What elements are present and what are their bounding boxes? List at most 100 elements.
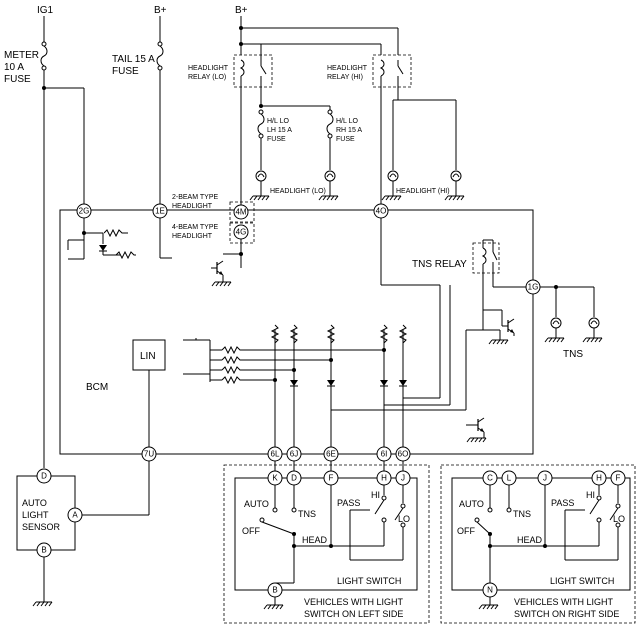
- ground-icon: [478, 604, 499, 610]
- four-beam-label-1: 4-BEAM TYPE: [172, 224, 218, 231]
- bcm-2g-input: [67, 218, 137, 260]
- left-pass-label: PASS: [337, 498, 360, 508]
- connector-6L: 6L: [267, 446, 283, 462]
- connector-4G: 4G: [233, 224, 249, 240]
- ground-icon: [582, 337, 603, 343]
- svg-text:1E: 1E: [155, 207, 165, 216]
- connector-6J: 6J: [286, 446, 302, 462]
- connector-1E: 1E: [152, 203, 168, 219]
- connector-6E: 6E: [323, 446, 339, 462]
- svg-text:6E: 6E: [326, 450, 336, 459]
- meter-fuse-label-2: 10 A: [4, 62, 24, 73]
- bcm-module: BCM LIN: [59, 209, 534, 455]
- svg-text:4O: 4O: [376, 207, 387, 216]
- switch-input-circuit: [183, 324, 408, 447]
- headlight-hi-lh-icon: [387, 170, 399, 182]
- svg-text:B: B: [41, 546, 46, 555]
- svg-text:4M: 4M: [235, 208, 246, 217]
- two-beam-label-2: HEADLIGHT: [172, 203, 213, 210]
- headlight-hi-label: HEADLIGHT (HI): [396, 188, 450, 195]
- svg-text:D: D: [291, 474, 297, 483]
- hl-lo-rh-label-1: H/L LO: [336, 118, 358, 125]
- connector-1G: 1G: [525, 279, 541, 295]
- tns-relay: [472, 239, 500, 310]
- svg-text:2G: 2G: [79, 207, 90, 216]
- connector-7U: 7U: [141, 446, 157, 462]
- ground-icon: [488, 339, 509, 345]
- headlight-lo-label: HEADLIGHT (LO): [270, 188, 326, 195]
- ground-icon: [444, 195, 465, 201]
- meter-fuse-label-1: METER: [4, 50, 39, 61]
- right-hi-label: HI: [586, 490, 595, 500]
- bplus-tail-label: B+: [154, 5, 167, 16]
- svg-text:F: F: [616, 474, 621, 483]
- sensor-label-2: LIGHT: [22, 510, 49, 520]
- bplus-tail-power: B+: [154, 5, 167, 205]
- ig1-label: IG1: [37, 5, 54, 16]
- svg-text:F: F: [329, 474, 334, 483]
- right-caption-2: SWITCH ON RIGHT SIDE: [514, 609, 619, 619]
- headlight-lo-lh-icon: [255, 170, 267, 182]
- bplus-headlight-label: B+: [235, 5, 248, 16]
- tns-relay-label: TNS RELAY: [412, 259, 467, 270]
- left-off-label: OFF: [242, 526, 260, 536]
- four-beam-label-2: HEADLIGHT: [172, 233, 213, 240]
- ground-icon: [249, 195, 270, 201]
- svg-text:L: L: [507, 474, 512, 483]
- sensor-label-3: SENSOR: [22, 522, 61, 532]
- diode-icon: [326, 379, 336, 387]
- left-switch-title: LIGHT SWITCH: [337, 576, 401, 586]
- transistor-icon: [501, 318, 515, 334]
- svg-text:J: J: [401, 474, 405, 483]
- svg-text:D: D: [41, 472, 47, 481]
- connector-4O: 4O: [373, 203, 389, 219]
- right-lo-label: LO: [613, 514, 625, 524]
- svg-text:B: B: [272, 586, 277, 595]
- tns-lamp-rh-icon: [588, 317, 600, 329]
- ground-icon: [381, 195, 402, 201]
- headlight-hi-circuit: [381, 99, 465, 201]
- relay-hi-label-2: RELAY (HI): [327, 74, 363, 81]
- svg-text:6L: 6L: [271, 450, 280, 459]
- two-beam-box: [229, 201, 255, 223]
- four-beam-box: [229, 222, 255, 244]
- svg-text:6I: 6I: [381, 450, 388, 459]
- tns-lamp-label: TNS: [563, 349, 583, 360]
- headlight-lo-circuit: [249, 82, 339, 201]
- ground-icon: [211, 281, 232, 287]
- hl-lo-lh-label-2: LH 15 A: [267, 127, 292, 134]
- svg-text:C: C: [487, 474, 493, 483]
- connector-6O: 6O: [395, 446, 411, 462]
- hl-lo-rh-label-2: RH 15 A: [336, 127, 362, 134]
- right-auto-label: AUTO: [459, 499, 484, 509]
- headlight-hi-rh-icon: [450, 170, 462, 182]
- auto-light-sensor: D A B AUTO LIGHT SENSOR: [16, 461, 150, 607]
- headlight-lo-rh-icon: [324, 170, 336, 182]
- ground-icon: [318, 195, 339, 201]
- meter-fuse-label-3: FUSE: [4, 74, 31, 85]
- ground-icon: [32, 601, 53, 607]
- left-lo-label: LO: [398, 514, 410, 524]
- right-switch-title: LIGHT SWITCH: [550, 576, 614, 586]
- connector-4M: 4M: [233, 204, 249, 220]
- relay-lo-label-2: RELAY (LO): [188, 74, 226, 81]
- connector-2G: 2G: [76, 203, 92, 219]
- lin-label: LIN: [140, 351, 156, 362]
- svg-text:H: H: [381, 474, 387, 483]
- hl-lo-lh-label-3: FUSE: [267, 136, 286, 143]
- svg-text:7U: 7U: [144, 450, 154, 459]
- left-auto-label: AUTO: [244, 499, 269, 509]
- tail-fuse: [156, 41, 164, 71]
- tns-lamp-lh-icon: [550, 317, 562, 329]
- light-switch-left: K D F H J B: [223, 461, 430, 624]
- headlight-relay-hi: [372, 54, 412, 205]
- connector-6I: 6I: [376, 446, 392, 462]
- left-caption-2: SWITCH ON LEFT SIDE: [304, 609, 403, 619]
- svg-text:A: A: [72, 511, 78, 520]
- hl-lo-rh-label-3: FUSE: [336, 136, 355, 143]
- transistor-icon: [210, 260, 224, 276]
- sensor-label-1: AUTO: [22, 498, 47, 508]
- tail-fuse-label-1: TAIL 15 A: [112, 54, 155, 65]
- svg-text:1G: 1G: [528, 283, 539, 292]
